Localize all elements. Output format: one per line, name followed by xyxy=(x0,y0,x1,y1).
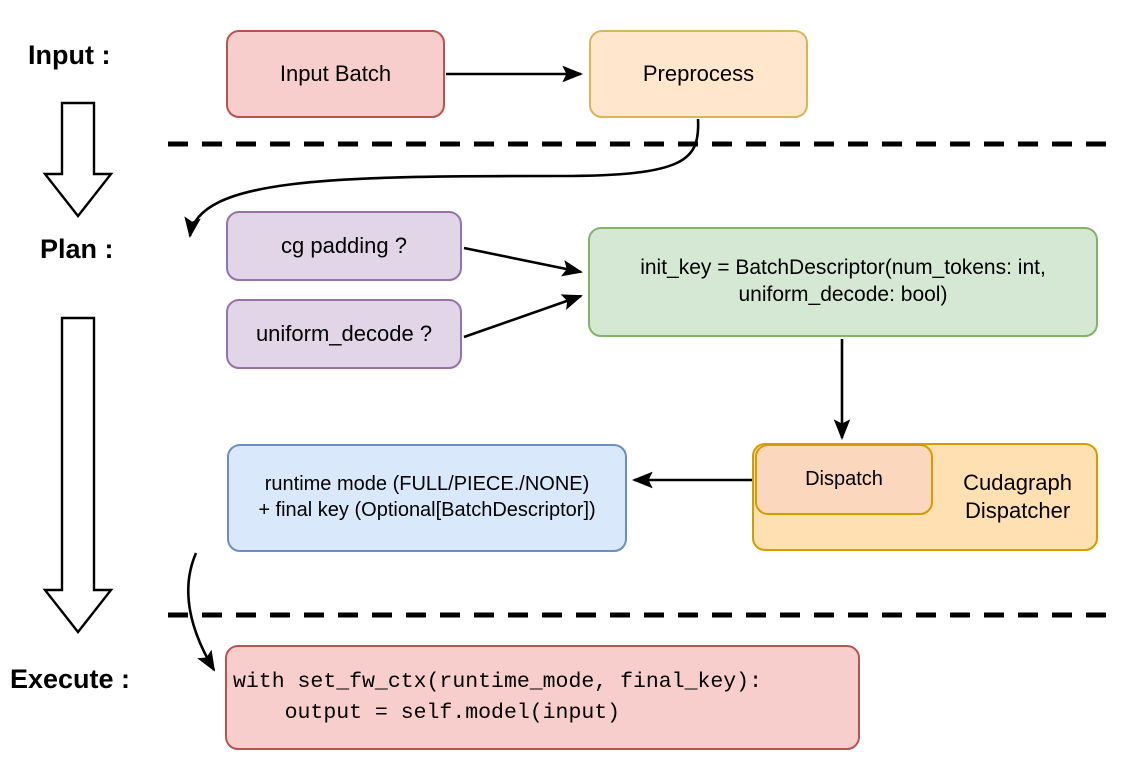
node-runtime-mode-label: runtime mode (FULL/PIECE./NONE) + final … xyxy=(258,473,596,521)
node-uniform-decode-label: uniform_decode ? xyxy=(255,320,433,346)
node-init-key-label: init_key = BatchDescriptor(num_tokens: i… xyxy=(640,256,1046,306)
node-preprocess[interactable]: Preprocess xyxy=(589,30,808,118)
node-cg-padding[interactable]: cg padding ? xyxy=(226,211,462,281)
stage-label-execute: Execute : xyxy=(10,664,131,694)
node-execute-code[interactable]: with set_fw_ctx(runtime_mode, final_key)… xyxy=(225,645,860,750)
node-cg-padding-label: cg padding ? xyxy=(281,232,407,258)
node-input-batch[interactable]: Input Batch xyxy=(226,30,445,118)
arrow-cg-padding-to-init-key xyxy=(463,246,584,277)
node-input-batch-label: Input Batch xyxy=(279,60,392,86)
stage-label-plan: Plan : xyxy=(40,234,114,264)
stage-label-input: Input : xyxy=(28,40,111,70)
node-dispatch-label: Dispatch xyxy=(805,467,883,490)
arrow-runtime-mode-to-execute-code xyxy=(186,552,216,672)
node-cudagraph-dispatcher-label: Cudagraph Dispatcher xyxy=(963,469,1072,523)
node-execute-code-text: with set_fw_ctx(runtime_mode, final_key)… xyxy=(233,669,762,725)
stage-arrow-plan-to-execute xyxy=(42,316,114,634)
node-preprocess-label: Preprocess xyxy=(642,60,755,86)
node-dispatch[interactable]: Dispatch xyxy=(755,444,933,515)
node-init-key[interactable]: init_key = BatchDescriptor(num_tokens: i… xyxy=(588,227,1098,337)
node-runtime-mode[interactable]: runtime mode (FULL/PIECE./NONE) + final … xyxy=(227,444,627,552)
stage-arrow-input-to-plan xyxy=(42,101,114,218)
node-uniform-decode[interactable]: uniform_decode ? xyxy=(226,299,462,369)
arrow-uniform-decode-to-init-key xyxy=(463,294,583,339)
